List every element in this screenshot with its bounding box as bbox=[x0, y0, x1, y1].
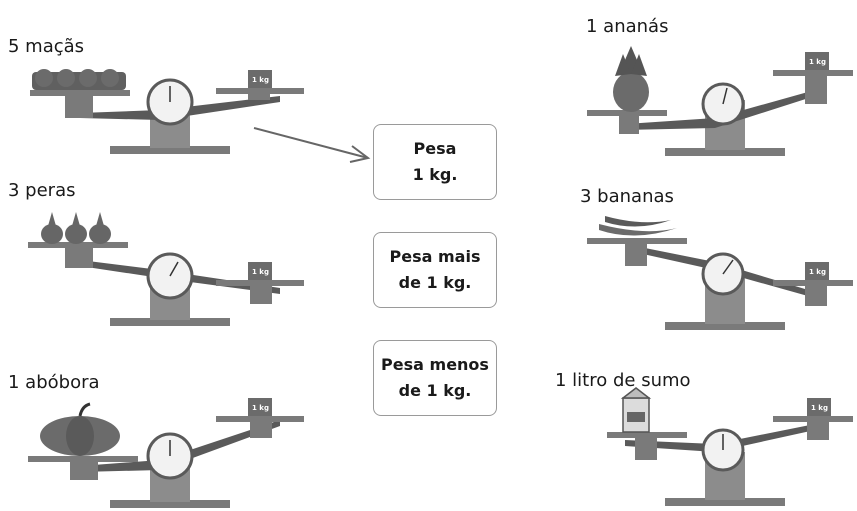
answer-box-equal[interactable]: Pesa 1 kg. bbox=[373, 124, 497, 200]
weight-1kg: 1 kg bbox=[805, 52, 829, 70]
svg-text:1 kg: 1 kg bbox=[252, 76, 269, 84]
weight-1kg: 1 kg bbox=[807, 398, 831, 416]
right-pan bbox=[216, 88, 304, 94]
answer-box-equal-line2: 1 kg. bbox=[412, 165, 458, 184]
svg-text:1 kg: 1 kg bbox=[252, 268, 269, 276]
item-label-pears: 3 peras bbox=[8, 180, 76, 201]
pears-icon bbox=[41, 212, 111, 244]
left-pan bbox=[30, 90, 130, 96]
item-label-juice: 1 litro de sumo bbox=[555, 370, 691, 391]
juice-carton-icon bbox=[620, 387, 652, 433]
right-pan bbox=[216, 416, 304, 422]
scale-beam bbox=[625, 424, 815, 452]
svg-text:1 kg: 1 kg bbox=[252, 404, 269, 412]
item-label-pumpkin: 1 abóbora bbox=[8, 372, 100, 393]
scale-pineapple: 1 kg bbox=[585, 40, 857, 170]
weight-1kg: 1 kg bbox=[805, 262, 829, 280]
svg-text:1 kg: 1 kg bbox=[809, 268, 826, 276]
left-pan bbox=[28, 456, 138, 462]
item-label-pineapple: 1 ananás bbox=[586, 16, 669, 37]
pineapple-icon bbox=[613, 46, 649, 112]
scale-juice: 1 kg bbox=[585, 380, 857, 510]
answer-box-more[interactable]: Pesa mais de 1 kg. bbox=[373, 232, 497, 308]
right-pan bbox=[216, 280, 304, 286]
scale-bananas: 1 kg bbox=[585, 208, 857, 338]
scale-pears: 1 kg bbox=[20, 200, 340, 330]
answer-box-less-line1: Pesa menos bbox=[381, 355, 489, 374]
bananas-icon bbox=[599, 216, 677, 236]
svg-text:1 kg: 1 kg bbox=[811, 404, 828, 412]
item-label-bananas: 3 bananas bbox=[580, 186, 674, 207]
left-pan bbox=[28, 242, 128, 248]
right-pan bbox=[773, 416, 853, 422]
right-pan bbox=[773, 70, 853, 76]
pumpkin-icon bbox=[40, 402, 120, 456]
answer-box-less-line2: de 1 kg. bbox=[398, 381, 472, 400]
weight-1kg: 1 kg bbox=[248, 398, 272, 416]
weight-1kg: 1 kg bbox=[248, 262, 272, 280]
answer-box-more-line1: Pesa mais bbox=[389, 247, 481, 266]
left-pan bbox=[587, 238, 687, 244]
answer-box-less[interactable]: Pesa menos de 1 kg. bbox=[373, 340, 497, 416]
answer-box-equal-line1: Pesa bbox=[413, 139, 457, 158]
scale-pumpkin: 1 kg bbox=[20, 380, 340, 510]
answer-box-more-line2: de 1 kg. bbox=[398, 273, 472, 292]
weight-1kg: 1 kg bbox=[248, 70, 272, 88]
item-label-apples: 5 maçãs bbox=[8, 36, 85, 57]
left-pan bbox=[607, 432, 687, 438]
right-pan bbox=[773, 280, 853, 286]
left-pan bbox=[587, 110, 667, 116]
scale-apples: 1 kg bbox=[20, 58, 340, 188]
apples-icon bbox=[32, 69, 126, 90]
svg-text:1 kg: 1 kg bbox=[809, 58, 826, 66]
